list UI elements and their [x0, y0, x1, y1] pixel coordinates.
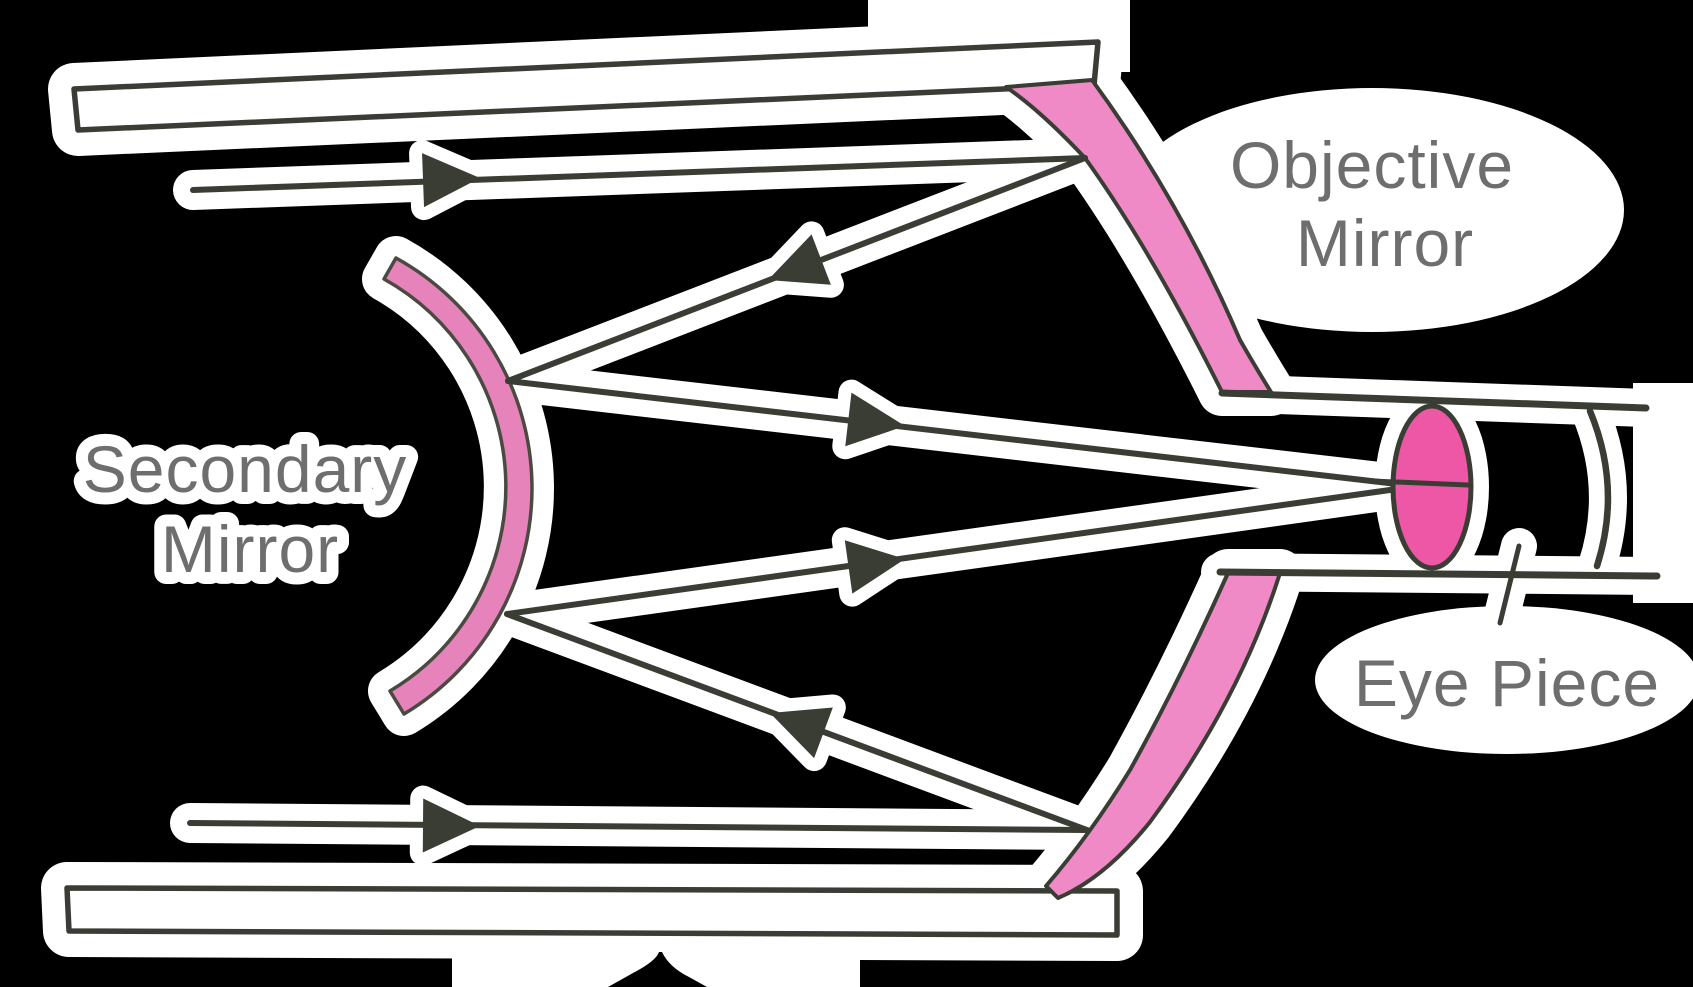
eyepiece-leader-line	[1497, 543, 1522, 626]
eyepiece-lens	[1390, 403, 1474, 571]
eyepiece-assembly	[1216, 389, 1661, 626]
label-eye-piece: Eye Piece	[1354, 646, 1660, 720]
ray-arrowhead-icon	[770, 707, 833, 759]
label-objective-mirror-line2: Mirror	[1296, 206, 1474, 280]
eyepiece-tube-bottom-wall	[1216, 568, 1661, 580]
incident-ray-bottom	[187, 820, 1090, 833]
ray-arrowhead-icon	[844, 540, 905, 594]
light-rays	[187, 153, 1400, 853]
ray-arrowhead-icon	[422, 153, 480, 208]
label-objective-halo-2: Mirror	[1296, 206, 1474, 280]
label-objective-halo-1: Objective	[1230, 128, 1514, 202]
label-objective-mirror-line1: Objective	[1230, 128, 1514, 202]
eyepiece-tube-top-wall	[1218, 389, 1650, 412]
secondary-mirror	[382, 256, 534, 716]
label-secondary-halo-1: Secondary	[83, 432, 408, 506]
eyepiece-axis-line	[1369, 478, 1471, 488]
telescope-tube-bottom-wall	[64, 885, 1120, 938]
ray-arrowhead-icon	[768, 234, 831, 285]
incident-ray-top	[190, 155, 1088, 193]
paper-notch	[608, 952, 707, 987]
converging-ray-upper	[505, 378, 1400, 487]
converging-ray-lower	[504, 486, 1400, 617]
eyepiece-end-cap	[1586, 407, 1612, 570]
label-secondary-halo-2: Mirror	[161, 512, 339, 586]
label-secondary-mirror-line2: Mirror	[161, 512, 339, 586]
objective-mirror-lower-segment	[1044, 571, 1282, 900]
label-eyepiece-halo: Eye Piece	[1354, 646, 1660, 720]
ray-arrowhead-icon	[845, 392, 905, 447]
labels: Objective Mirror Secondary Mirror Eye Pi…	[83, 128, 1660, 720]
telescope-structure	[64, 39, 1282, 938]
label-secondary-mirror-line1: Secondary	[83, 432, 408, 506]
ray-arrowhead-icon	[422, 798, 480, 853]
